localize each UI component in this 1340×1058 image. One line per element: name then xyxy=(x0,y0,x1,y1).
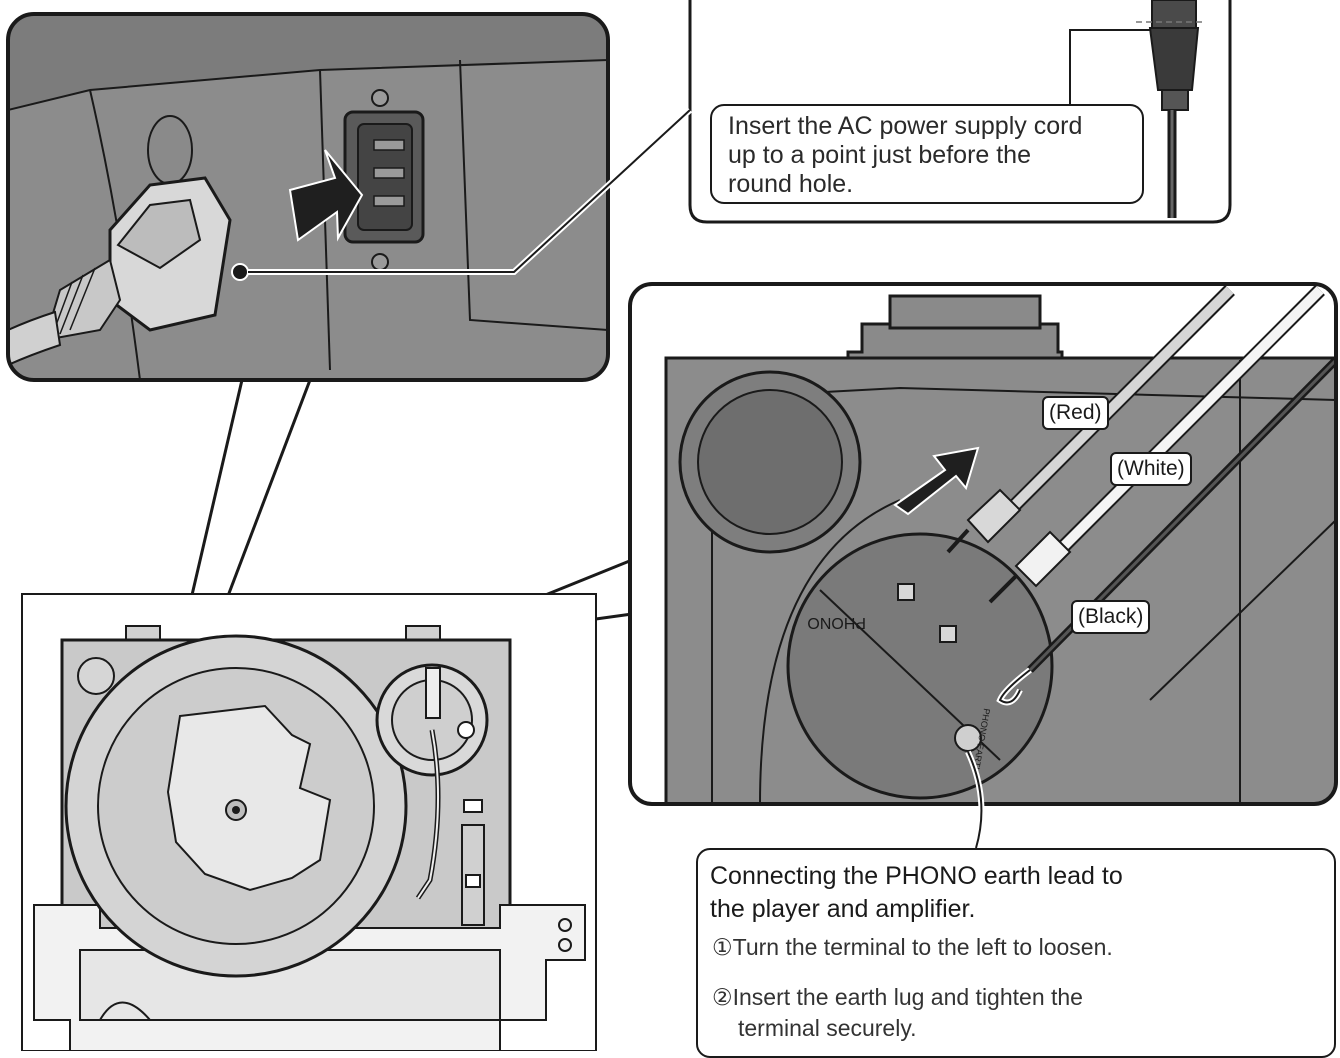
ac-inlet-closeup xyxy=(6,12,693,382)
phono-terminal-closeup: PHONO PHONO EARTH xyxy=(628,282,1338,849)
earth-step-2-line-1: ②Insert the earth lug and tighten the xyxy=(712,984,1083,1010)
ac-note-line-2: up to a point just before the xyxy=(728,141,1031,169)
earth-title-line-1: Connecting the PHONO earth lead to xyxy=(710,862,1123,890)
earth-step-2: ②Insert the earth lug and tighten the te… xyxy=(712,982,1083,1044)
phono-panel-label: PHONO xyxy=(807,614,866,631)
ac-note-line-1: Insert the AC power supply cord xyxy=(728,112,1083,140)
red-cable-tag: (Red) xyxy=(1042,396,1109,430)
black-cable-tag: (Black) xyxy=(1071,600,1151,634)
ac-cord-instruction-box: Insert the AC power supply cord up to a … xyxy=(710,104,1144,204)
ac-note-line-3: round hole. xyxy=(728,170,854,198)
earth-title-line-2: the player and amplifier. xyxy=(710,895,976,923)
earth-step-1: ①Turn the terminal to the left to loosen… xyxy=(712,934,1113,960)
turntable-illustration xyxy=(21,593,597,1051)
white-cable-tag: (White) xyxy=(1110,452,1192,486)
earth-instruction-title: Connecting the PHONO earth lead to the p… xyxy=(710,860,1123,926)
earth-step-2-line-2: terminal securely. xyxy=(738,1015,917,1041)
earth-lead-instruction-box: Connecting the PHONO earth lead to the p… xyxy=(696,848,1336,1058)
